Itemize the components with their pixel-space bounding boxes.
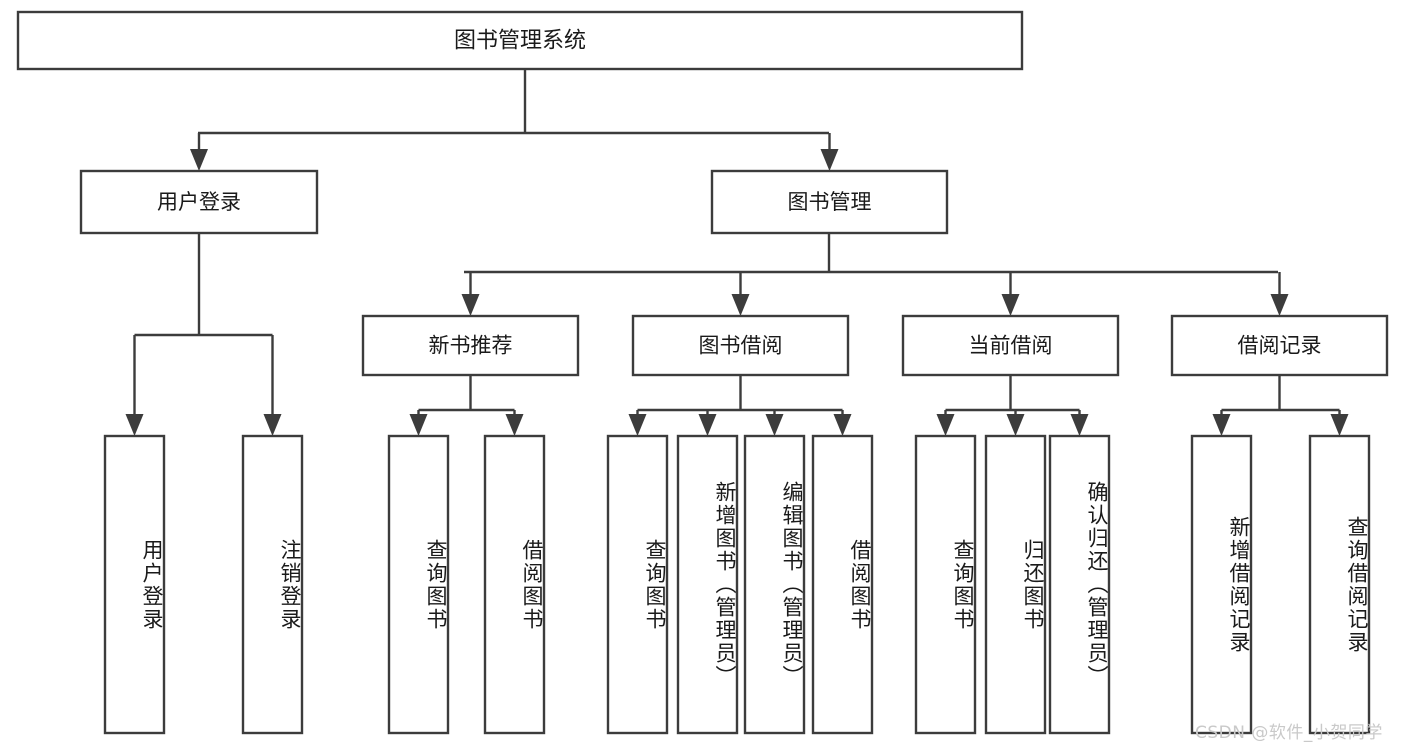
arrow-to-borrow-book-1: [505, 414, 524, 436]
node-borrow-book-1[interactable]: [483, 434, 546, 735]
connector-layer: [125, 69, 1349, 436]
node-edit-book-admin[interactable]: [743, 434, 806, 735]
node-borrow-book-2[interactable]: [811, 434, 874, 735]
node-new-book-recommend-label: 新书推荐: [429, 334, 513, 358]
arrow-to-query-book-1: [409, 414, 428, 436]
node-borrow-record-label: 借阅记录: [1238, 334, 1322, 358]
node-book-borrow[interactable]: [631, 314, 850, 377]
arrow-to-user-login-do: [125, 414, 144, 436]
arrow-to-borrow-record: [1270, 294, 1289, 316]
arrow-to-return-book: [1006, 414, 1025, 436]
node-book-manage-label: 图书管理: [788, 190, 872, 214]
node-box-layer: [16, 10, 1389, 735]
arrow-to-borrow-book-2: [833, 414, 852, 436]
node-user-login-label: 用户登录: [157, 190, 241, 214]
arrow-to-confirm-return-admin: [1070, 414, 1089, 436]
csdn-watermark: CSDN @软件_小贺同学: [1195, 723, 1383, 743]
arrow-to-book-manage: [820, 149, 839, 171]
node-user-login-do[interactable]: [103, 434, 166, 735]
arrow-to-query-borrow-record: [1330, 414, 1349, 436]
node-book-borrow-label: 图书借阅: [699, 334, 783, 358]
node-current-borrow[interactable]: [901, 314, 1120, 377]
arrow-to-query-book-3: [936, 414, 955, 436]
node-confirm-return-admin[interactable]: [1048, 434, 1111, 735]
node-add-borrow-record[interactable]: [1190, 434, 1253, 735]
node-current-borrow-label: 当前借阅: [969, 334, 1053, 358]
node-new-book-recommend[interactable]: [361, 314, 580, 377]
node-query-book-2[interactable]: [606, 434, 669, 735]
node-root-label: 图书管理系统: [454, 29, 586, 54]
arrow-to-add-borrow-record: [1212, 414, 1231, 436]
node-user-logout[interactable]: [241, 434, 304, 735]
arrow-to-add-book-admin: [698, 414, 717, 436]
node-borrow-record[interactable]: [1170, 314, 1389, 377]
arrow-to-edit-book-admin: [765, 414, 784, 436]
arrow-to-current-borrow: [1001, 294, 1020, 316]
arrow-to-user-logout: [263, 414, 282, 436]
node-root-book-management-system[interactable]: [16, 10, 1024, 71]
node-query-book-1[interactable]: [387, 434, 450, 735]
arrow-to-query-book-2: [628, 414, 647, 436]
arrow-to-user-login: [190, 149, 208, 171]
node-return-book[interactable]: [984, 434, 1047, 735]
node-query-borrow-record[interactable]: [1308, 434, 1371, 735]
node-add-book-admin[interactable]: [676, 434, 739, 735]
arrow-to-book-borrow: [731, 294, 750, 316]
node-book-manage[interactable]: [710, 169, 949, 235]
node-query-book-3[interactable]: [914, 434, 977, 735]
node-user-login[interactable]: [79, 169, 319, 235]
arrow-to-new-book-recommend: [461, 294, 480, 316]
